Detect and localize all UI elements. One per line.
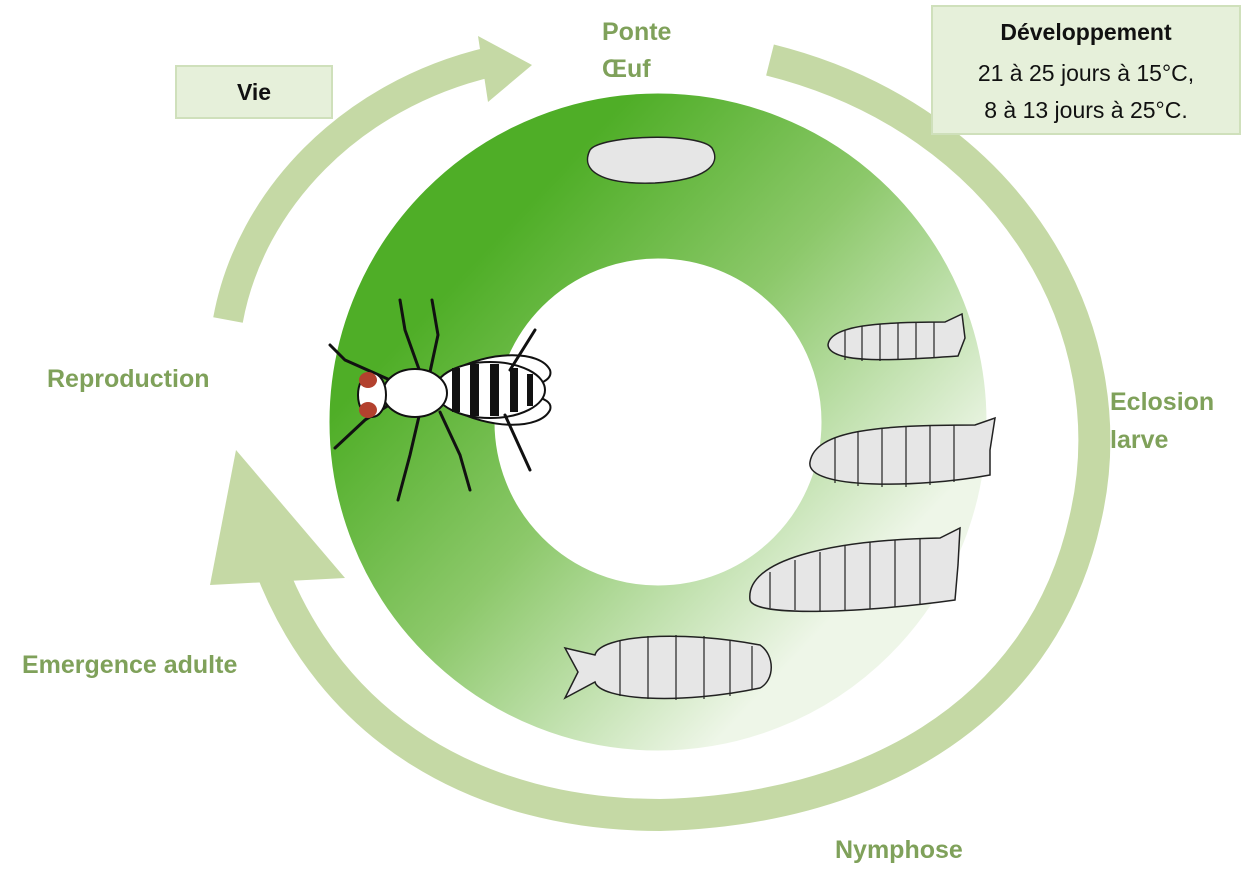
stage-eclosion-label: Eclosion — [1110, 388, 1214, 416]
development-title: Développement — [1000, 19, 1172, 45]
stage-larve-label: larve — [1110, 426, 1168, 454]
vie-label: Vie — [237, 79, 271, 105]
stage-ponte-label: Ponte — [602, 18, 672, 46]
stage-oeuf-label: Œuf — [602, 55, 651, 83]
egg-icon — [588, 137, 715, 183]
arrow-head-left — [210, 450, 345, 585]
development-line-25c: 8 à 13 jours à 25°C. — [984, 97, 1188, 123]
stage-reproduction-label: Reproduction — [47, 365, 210, 393]
stage-emergence-label: Emergence adulte — [22, 651, 237, 679]
vie-box: Vie — [176, 66, 332, 118]
stage-nymphose-label: Nymphose — [835, 836, 963, 864]
development-line-15c: 21 à 25 jours à 15°C, — [978, 60, 1194, 86]
arrow-head-top — [478, 36, 532, 102]
development-box: Développement 21 à 25 jours à 15°C, 8 à … — [932, 6, 1240, 134]
